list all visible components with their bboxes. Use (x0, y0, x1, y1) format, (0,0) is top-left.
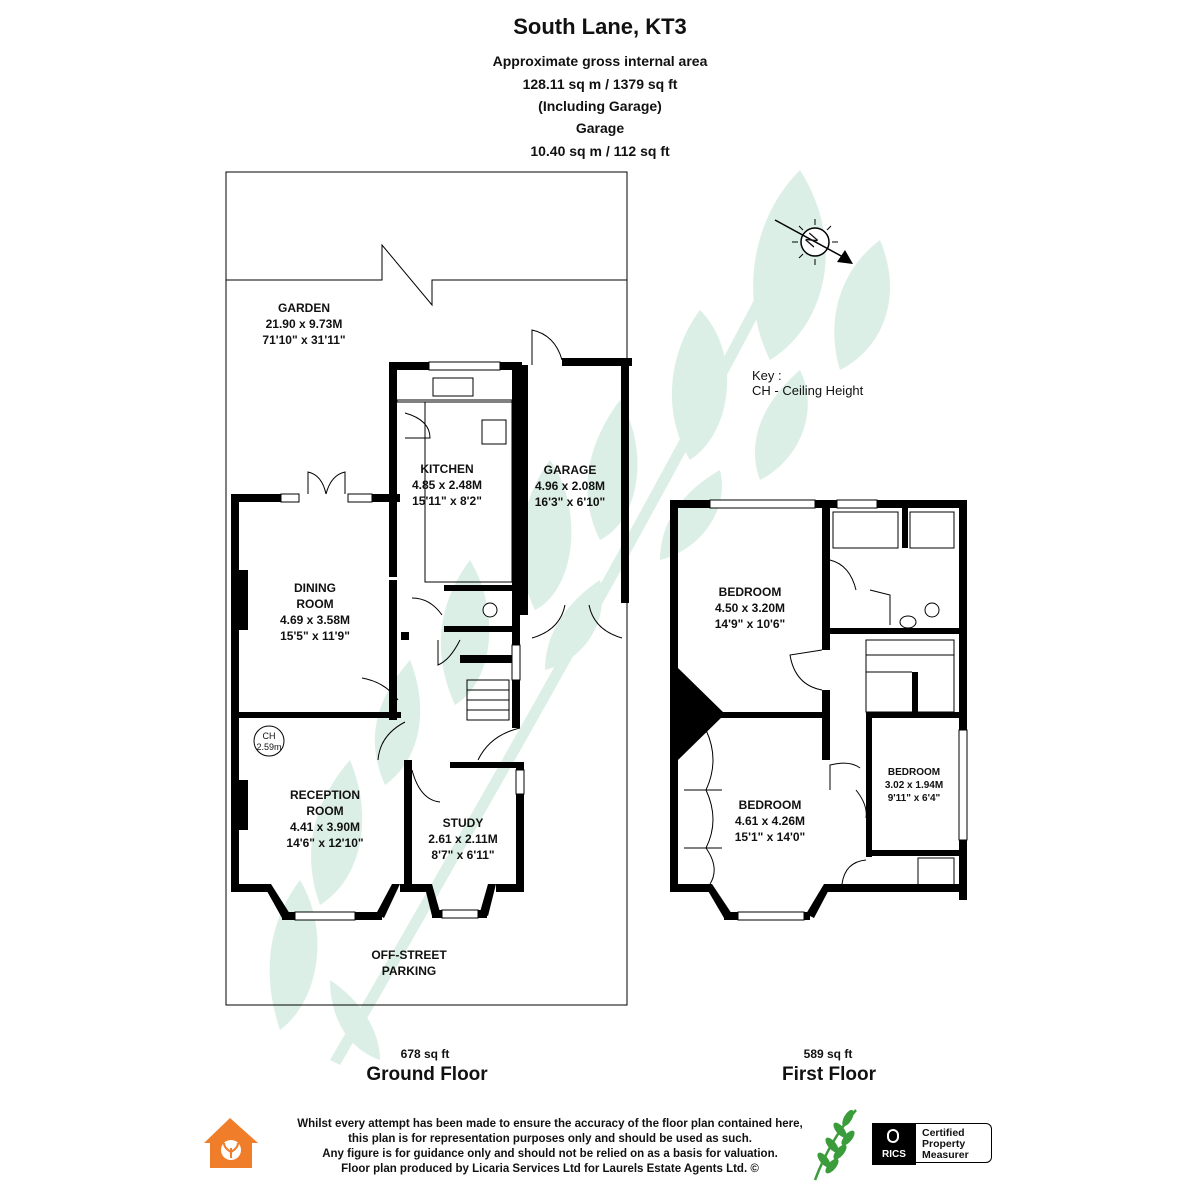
kitchen-label: KITCHEN 4.85 x 2.48M 15'11" x 8'2" (411, 462, 483, 508)
rics-crest-icon (887, 1129, 899, 1143)
first-floor-area: 589 sq ft (803, 1047, 853, 1061)
total-area: 128.11 sq m / 1379 sq ft (522, 76, 678, 92)
bedroom-1-label: BEDROOM 4.50 x 3.20M 14'9" x 10'6" (714, 585, 786, 631)
garden-label: GARDEN 21.90 x 9.73M 71'10" x 31'11" (262, 301, 346, 347)
rics-text: RICS (882, 1149, 906, 1160)
bedroom-2-label: BEDROOM 4.61 x 4.26M 15'1" x 14'0" (734, 798, 806, 844)
rics-badge: RICS (872, 1123, 916, 1165)
ground-floor-area: 678 sq ft (400, 1047, 450, 1061)
garage-area: 10.40 sq m / 112 sq ft (530, 143, 670, 159)
disclaimer: Whilst every attempt has been made to en… (297, 1118, 803, 1175)
bedroom-3-label: BEDROOM 3.02 x 1.94M 9'11" x 6'4" (884, 767, 944, 804)
plot-boundary (225, 280, 628, 1006)
certified-measurer-badge: Certified Property Measurer (916, 1123, 992, 1163)
including-garage-note: (Including Garage) (538, 98, 662, 114)
garage-label: GARAGE 4.96 x 2.08M 16'3" x 6'10" (534, 463, 606, 509)
key-title: Key : (752, 368, 782, 383)
ground-floor-title: Ground Floor (366, 1064, 488, 1085)
area-caption: Approximate gross internal area (492, 53, 708, 69)
parking-label: OFF-STREET PARKING (371, 948, 447, 978)
study-label: STUDY 2.61 x 2.11M 8'7" x 6'11" (428, 816, 498, 862)
plan-title: South Lane, KT3 (513, 14, 687, 39)
reception-room-label: RECEPTION ROOM 4.41 x 3.90M 14'6" x 12'1… (286, 788, 364, 850)
ceiling-height-label: CH 2.59m (256, 731, 282, 752)
garden-boundary (225, 171, 628, 494)
garage-caption: Garage (575, 120, 625, 136)
dining-room-label: DINING ROOM 4.69 x 3.58M 15'5" x 11'9" (279, 581, 351, 643)
key-item-ceiling-height: CH - Ceiling Height (752, 383, 864, 398)
first-floor-title: First Floor (782, 1064, 876, 1085)
